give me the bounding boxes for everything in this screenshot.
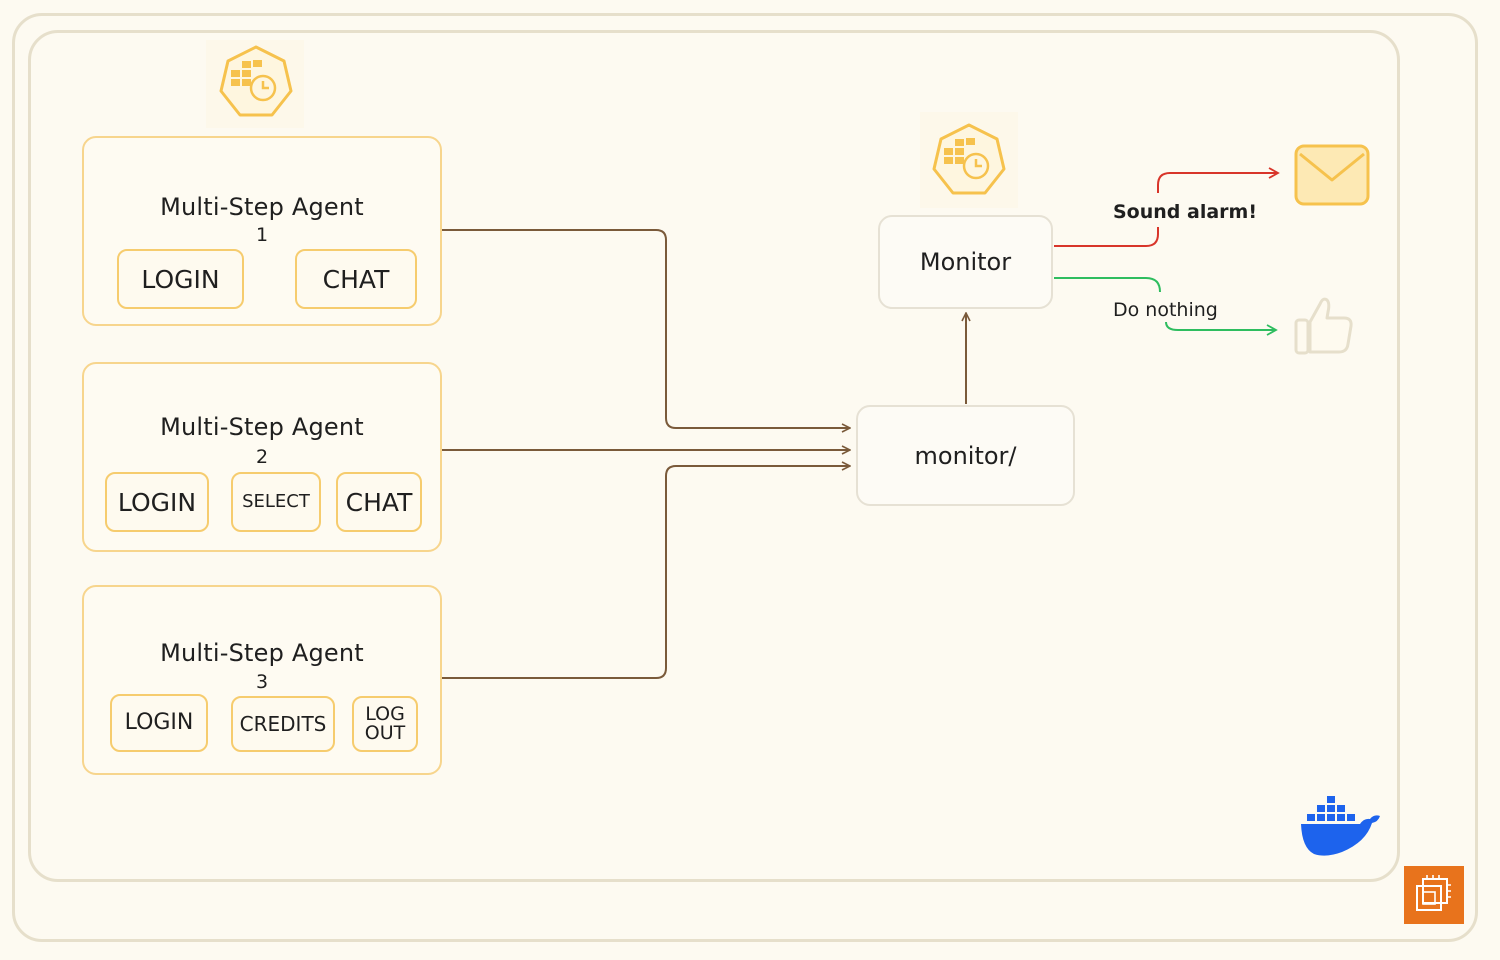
agent-title: Multi-Step Agent [160,193,364,221]
agent-number: 1 [255,224,269,246]
edge-agent1-monitor [442,229,850,428]
cronjob-icon [932,123,1006,195]
edge-alarm [1054,227,1159,247]
monitor-endpoint-node: monitor/ [856,405,1075,506]
step-chat: CHAT [336,472,422,532]
edge-do-nothing [1054,277,1161,293]
step-login: LOGIN [110,694,208,752]
step-chat: CHAT [295,249,417,309]
step-select: SELECT [231,472,321,532]
step-login: LOGIN [105,472,209,532]
agent-title: Multi-Step Agent [160,639,364,667]
thumbs-up-icon [1294,297,1353,355]
agent-number: 2 [255,446,269,468]
step-login: LOGIN [117,249,244,309]
agent-card-1: Multi-Step Agent 1 LOGIN CHAT [82,136,442,326]
edge-label-do-nothing: Do nothing [1113,299,1218,321]
step-credits: CREDITS [231,696,335,752]
agent-card-2: Multi-Step Agent 2 LOGIN SELECT CHAT [82,362,442,552]
docker-whale-icon [1301,796,1380,856]
inner-frame [28,30,1400,882]
ec2-instance-icon [1404,866,1464,924]
step-logout: LOG OUT [352,696,418,752]
agent-card-3: Multi-Step Agent 3 LOGIN CREDITS LOG OUT [82,585,442,775]
monitor-node: Monitor [878,215,1053,309]
envelope-icon [1294,144,1370,206]
agent-number: 3 [255,671,269,693]
edge-label-alarm: Sound alarm! [1113,201,1257,223]
outer-frame [12,13,1478,942]
agent-title: Multi-Step Agent [160,413,364,441]
cronjob-icon [219,45,293,117]
edge-agent3-monitor [442,466,850,679]
